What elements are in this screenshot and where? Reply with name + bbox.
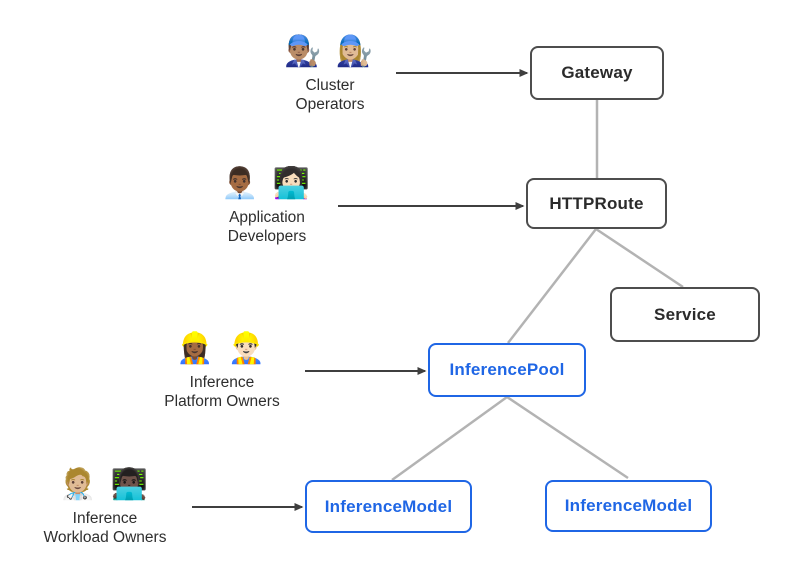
node-label: InferenceModel: [324, 496, 453, 516]
actor-label: Application Developers: [172, 208, 362, 246]
construction-workers-emoji-icon: 👷🏾‍♀️ 👷🏻‍♂️: [175, 332, 269, 365]
actor-label-line1: Inference: [189, 374, 255, 391]
actor-application-developers: 👨🏾‍💼 👩🏻‍💻 Application Developers: [172, 162, 362, 246]
node-label: InferencePool: [449, 360, 565, 379]
node-gateway: Gateway: [530, 46, 664, 100]
edge-httproute-inferencepool: [507, 228, 597, 344]
actor-label-line2: Workload Owners: [43, 529, 167, 546]
edge-inferencepool-inferencemodel-2: [506, 395, 629, 480]
node-httproute: HTTPRoute: [526, 178, 667, 229]
node-inferencemodel-1: InferenceModel: [305, 480, 472, 533]
node-label: Service: [654, 304, 716, 324]
node-inferencemodel-2: InferenceModel: [545, 480, 712, 532]
edge-httproute-service: [595, 227, 684, 289]
actor-label-line1: Inference: [72, 510, 138, 527]
actor-label-line2: Platform Owners: [164, 393, 280, 410]
node-service: Service: [610, 287, 760, 342]
mechanics-emoji-icon: 👨🏽‍🔧 👩🏼‍🔧: [283, 35, 377, 68]
actor-label: Cluster Operators: [235, 76, 425, 114]
workload-owners-emoji-icon: 🧑🏼‍⚕️ 👨🏿‍💻: [58, 468, 152, 501]
node-inferencepool: InferencePool: [428, 343, 586, 397]
developers-emoji-icon: 👨🏾‍💼 👩🏻‍💻: [220, 167, 314, 200]
actor-label-line1: Cluster: [305, 77, 355, 94]
node-label: Gateway: [561, 63, 633, 82]
node-label: InferenceModel: [564, 496, 693, 515]
actor-cluster-operators: 👨🏽‍🔧 👩🏼‍🔧 Cluster Operators: [235, 30, 425, 114]
actor-label: Inference Platform Owners: [127, 373, 317, 411]
actor-label-line2: Operators: [295, 96, 365, 113]
actor-inference-workload-owners: 🧑🏼‍⚕️ 👨🏿‍💻 Inference Workload Owners: [10, 463, 200, 547]
actor-label: Inference Workload Owners: [10, 509, 200, 547]
actor-label-line2: Developers: [227, 228, 307, 245]
edge-inferencepool-inferencemodel-1: [391, 395, 508, 482]
actor-inference-platform-owners: 👷🏾‍♀️ 👷🏻‍♂️ Inference Platform Owners: [127, 327, 317, 411]
actor-label-line1: Application: [229, 209, 305, 226]
node-label: HTTPRoute: [549, 193, 644, 213]
